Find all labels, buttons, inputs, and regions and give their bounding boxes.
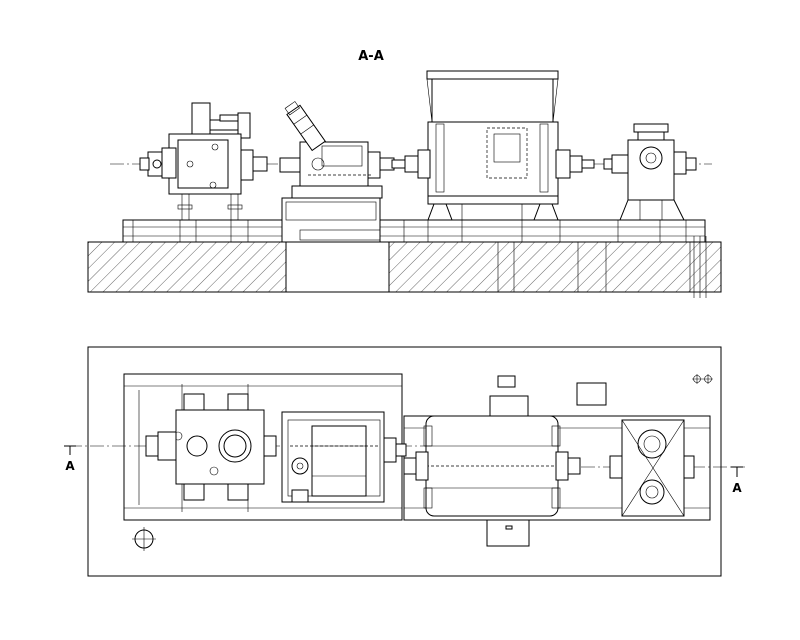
section-marker-left: A: [64, 445, 76, 473]
pump-plan: [138, 384, 277, 512]
anchor-bolt-symbols: [692, 374, 713, 384]
motor-elevation: [391, 70, 595, 221]
base-frame: [122, 219, 706, 243]
section-marker-right-label: A: [732, 481, 742, 495]
section-title: A-A: [358, 49, 384, 64]
section-marker-left-label: A: [65, 459, 75, 473]
foundation: [87, 236, 722, 298]
gearbox-elevation: [279, 101, 395, 243]
driven-unit-elevation: [603, 123, 697, 221]
driven-unit-plan: [609, 419, 695, 517]
plan-view: A A: [64, 346, 745, 577]
drain-symbol: [132, 527, 156, 551]
section-view-a-a: A-A: [87, 49, 722, 298]
cable-entry-box: [576, 382, 607, 406]
pump-elevation: [139, 102, 268, 220]
plan-outline: [87, 346, 722, 577]
terminal-box: [497, 375, 516, 388]
gearbox-plan: [281, 411, 407, 503]
section-marker-right: A: [731, 466, 743, 495]
motor-plan: [403, 395, 581, 547]
